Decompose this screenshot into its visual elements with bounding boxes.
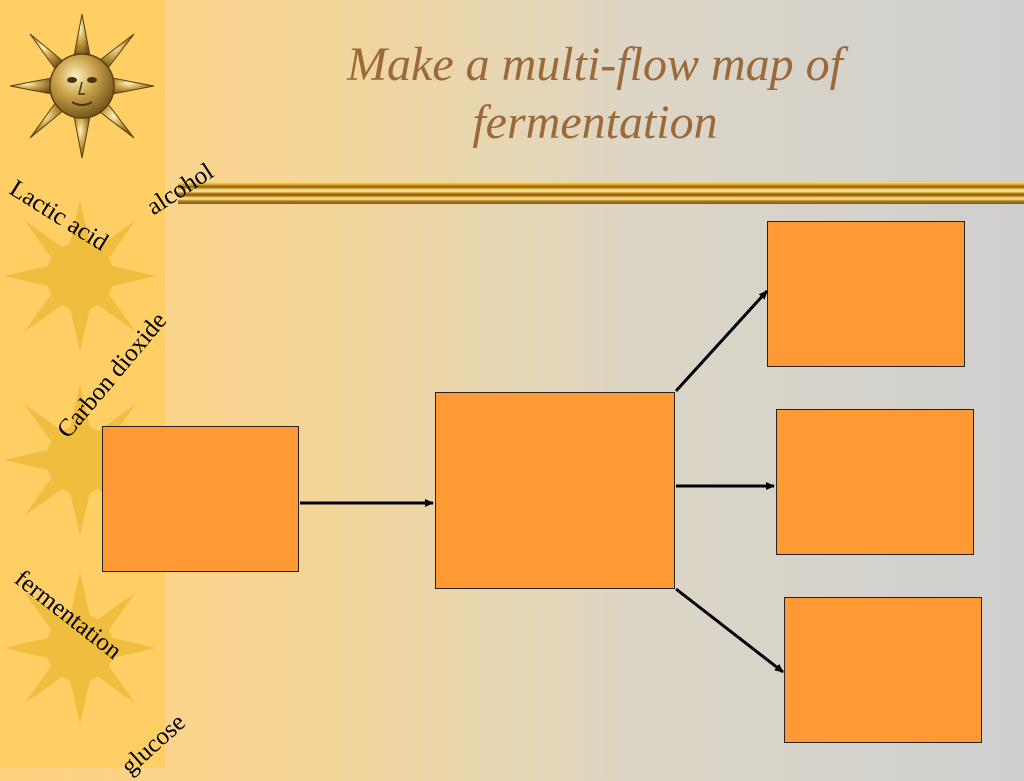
process-box[interactable]: [435, 392, 675, 589]
title-line-1: Make a multi-flow map of: [347, 38, 843, 91]
title-divider: [178, 182, 1024, 204]
arrow-process-to-effect-1: [674, 289, 769, 393]
sun-icon: [4, 572, 156, 724]
cause-box[interactable]: [102, 426, 299, 572]
title-line-2: fermentation: [472, 96, 718, 149]
sun-face-icon: [9, 13, 155, 159]
arrow-process-to-effect-3: [675, 587, 784, 674]
effect-box-3[interactable]: [784, 597, 982, 743]
effect-box-2[interactable]: [776, 409, 974, 555]
sun-icon: [4, 200, 156, 352]
slide-title: Make a multi-flow map of fermentation: [240, 36, 950, 152]
